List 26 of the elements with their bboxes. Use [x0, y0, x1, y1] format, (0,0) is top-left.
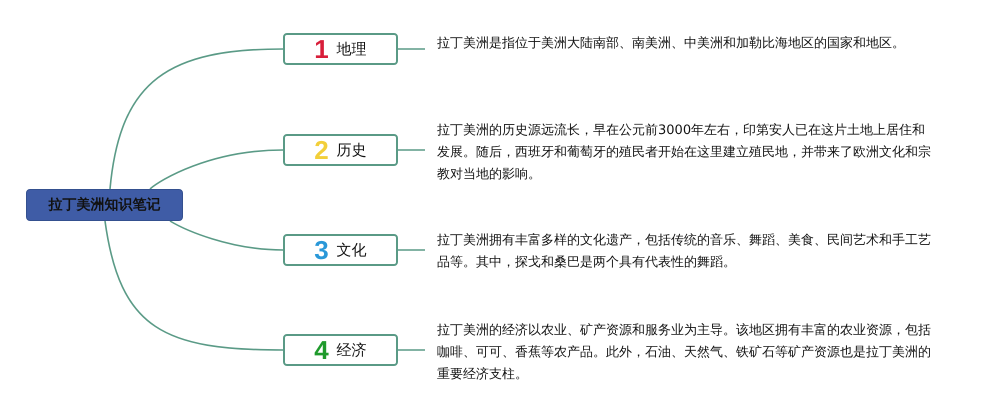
connector-line — [104, 220, 284, 351]
topic-number: 4 — [314, 337, 329, 363]
topic-title: 历史 — [336, 140, 367, 161]
topic-box — [283, 334, 398, 366]
topic-box — [283, 234, 398, 266]
topic-title: 文化 — [336, 240, 367, 261]
connector-line — [150, 149, 284, 190]
connector-line — [170, 220, 284, 251]
description-text: 拉丁美洲是指位于美洲大陆南部、南美洲、中美洲和加勒比海地区的国家和地区。 — [437, 35, 906, 53]
topic-title: 经济 — [336, 340, 367, 361]
connector-line — [109, 48, 284, 190]
topic-number: 2 — [314, 137, 329, 163]
topic-title: 地理 — [336, 38, 367, 60]
connector-line — [398, 48, 425, 50]
root-topic-box — [26, 189, 183, 221]
connector-line — [398, 349, 425, 351]
description-text: 拉丁美洲拥有丰富多样的文化遗产，包括传统的音乐、舞蹈、美食、民间艺术和手工艺品等。其中，探戈和桑巴是两个具有代表性的舞蹈。 — [437, 232, 932, 272]
topic-title: 拉丁美洲知识笔记 — [48, 196, 160, 214]
connector-line — [398, 249, 425, 251]
topic-number: 3 — [314, 237, 329, 263]
connector-line — [398, 149, 425, 151]
topic-box — [283, 134, 398, 166]
topic-number: 1 — [314, 36, 329, 62]
topic-box — [283, 33, 398, 65]
description-text: 拉丁美洲的经济以农业、矿产资源和服务业为主导。该地区拥有丰富的农业资源，包括咖啡、可可、香蕉等农产品。此外，石油、天然气、铁矿石等矿产资源也是拉丁美洲的重要经济支柱。 — [437, 322, 932, 384]
description-text: 拉丁美洲的历史源远流长，早在公元前3000年左右，印第安人已在这片土地上居住和发展。随后，西班牙和葡萄牙的殖民者开始在这里建立殖民地，并带来了欧洲文化和宗教对当地的影响。 — [437, 122, 932, 184]
